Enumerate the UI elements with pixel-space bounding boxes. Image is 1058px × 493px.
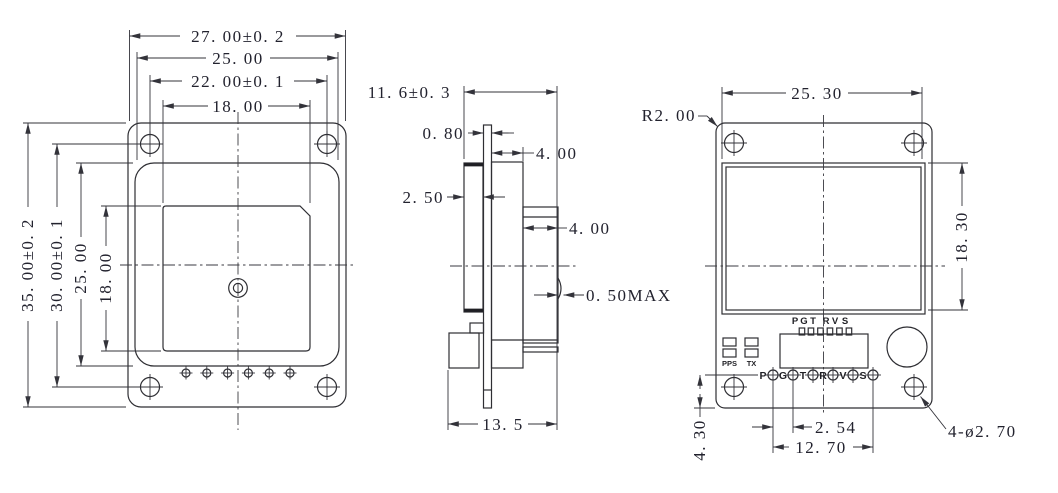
- pps-led: [722, 348, 737, 358]
- connector-contact: [798, 327, 806, 336]
- connector-contact: [826, 327, 834, 336]
- pin-pad: [282, 365, 298, 381]
- dim-back-pin-row-span: 12. 70: [795, 438, 847, 457]
- dim-front-overall-width: 27. 00±0. 2: [191, 27, 285, 46]
- pps-led: [722, 337, 737, 347]
- pin-pad: [241, 365, 256, 381]
- dim-front-cover-height: 25. 00: [71, 242, 90, 294]
- battery-circle: [886, 326, 928, 368]
- pin-label: P: [759, 370, 766, 382]
- connector-contact: [807, 327, 815, 336]
- header-connector: P G T R V S: [779, 316, 869, 369]
- dim-front-hole-spacing-y: 30. 00±0. 1: [47, 218, 66, 312]
- side-dimensions: 11. 6±0. 3 0. 80 4. 00 2. 50 4. 00 0.: [368, 83, 672, 434]
- mounting-hole: [720, 373, 748, 401]
- pin-pad: [220, 365, 235, 381]
- side-case-block: [490, 161, 524, 369]
- connector-label: V: [832, 316, 839, 327]
- dim-front-overall-height: 35. 00±0. 2: [18, 218, 37, 312]
- side-connector-block: [448, 332, 480, 369]
- front-view: 27. 00±0. 2 25. 00 22. 00±0. 1 18. 00 35…: [18, 27, 356, 430]
- shield-bottom-lip: [522, 346, 559, 353]
- back-view: P G T R V S PPS TX P G: [642, 84, 1017, 461]
- dim-side-protrusion-max: 0. 50MAX: [586, 286, 672, 305]
- connector-contact: [845, 327, 853, 336]
- led-indicators: PPS TX: [722, 337, 759, 368]
- pin-label: V: [839, 370, 846, 382]
- dim-side-overall-depth: 11. 6±0. 3: [368, 83, 451, 102]
- pin-label: G: [779, 370, 787, 382]
- pin-label: R: [819, 370, 827, 382]
- connector-label: S: [842, 316, 848, 327]
- pin-pad: [262, 365, 277, 381]
- dim-side-pcb-thickness: 0. 80: [423, 124, 465, 143]
- side-protrusion-bump: [557, 277, 562, 300]
- connector-contact: [817, 327, 824, 336]
- dim-back-pin-pitch: 2. 54: [815, 418, 857, 437]
- mounting-hole: [136, 373, 164, 401]
- mounting-hole: [900, 373, 928, 401]
- through-hole-pin: [784, 366, 802, 384]
- dim-side-shield-offset: 4. 00: [536, 144, 578, 163]
- through-hole-pin-row: P G T R V S: [759, 366, 882, 384]
- mounting-hole: [720, 129, 748, 157]
- dim-front-cover-width: 25. 00: [212, 49, 264, 68]
- tx-led: [744, 337, 759, 347]
- pin-pad: [199, 365, 214, 381]
- dim-front-hole-spacing-x: 22. 00±0. 1: [191, 72, 285, 91]
- back-dimensions: 25. 30 R2. 00 18. 30 4. 30 2. 54: [642, 84, 1017, 461]
- mounting-hole: [313, 373, 341, 401]
- dim-front-antenna-height: 18. 00: [96, 252, 115, 304]
- patch-antenna: [162, 205, 311, 352]
- connector-label: P: [792, 316, 799, 327]
- pin-label: T: [800, 370, 807, 382]
- tx-label: TX: [747, 359, 757, 368]
- pps-label: PPS: [722, 359, 737, 368]
- side-connector-step: [469, 322, 485, 334]
- dim-back-shield-height: 18. 30: [952, 211, 971, 263]
- connector-label: G: [800, 316, 807, 327]
- side-view: 11. 6±0. 3 0. 80 4. 00 2. 50 4. 00 0.: [368, 83, 672, 434]
- dim-side-bottom-depth: 13. 5: [482, 415, 524, 434]
- pin-label: S: [859, 370, 866, 382]
- tx-led: [744, 348, 759, 358]
- dim-back-shield-width: 25. 30: [791, 84, 843, 103]
- connector-contact: [836, 327, 843, 336]
- connector-housing: [779, 333, 869, 369]
- dim-side-antenna-thickness: 2. 50: [403, 188, 445, 207]
- dim-back-mounting-holes: 4-ø2. 70: [948, 422, 1017, 441]
- side-shield-block: [522, 206, 559, 344]
- back-body-outline: [715, 122, 933, 409]
- dim-back-pin-row-to-edge: 4. 30: [690, 419, 709, 461]
- dim-side-connector-depth: 4. 00: [569, 219, 611, 238]
- connector-label: T: [810, 316, 816, 327]
- connector-label: R: [823, 316, 830, 327]
- front-cover-outline: [134, 162, 340, 367]
- side-pcb: [482, 124, 493, 409]
- mounting-hole: [900, 129, 928, 157]
- side-antenna-block: [463, 162, 484, 313]
- pin-pad: [178, 365, 194, 381]
- dim-back-corner-radius: R2. 00: [642, 106, 696, 125]
- through-hole-pin: [864, 366, 882, 384]
- front-left-dimensions: 35. 00±0. 2 30. 00±0. 1 25. 00 18. 00: [18, 122, 161, 408]
- front-top-dimensions: 27. 00±0. 2 25. 00 22. 00±0. 1 18. 00: [129, 27, 346, 203]
- dim-front-antenna-width: 18. 00: [212, 97, 264, 116]
